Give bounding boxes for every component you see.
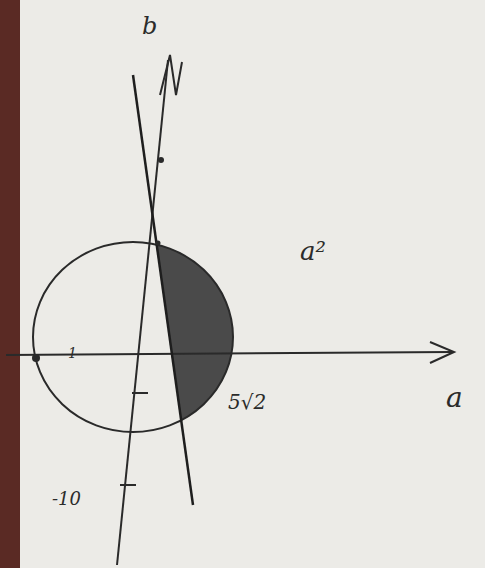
- axis-label: a: [446, 384, 463, 412]
- tick: [132, 392, 148, 394]
- arrow-head: [160, 55, 182, 95]
- point: [32, 354, 40, 362]
- axis-label: -10: [52, 490, 81, 508]
- axis-label: b: [142, 14, 157, 38]
- shaded-region: [150, 200, 245, 470]
- axis-label: 5√2: [228, 392, 266, 412]
- axis-label: a²: [300, 238, 326, 264]
- table-edge: [0, 0, 20, 568]
- point: [156, 241, 161, 246]
- line: [133, 75, 193, 505]
- point: [158, 157, 164, 163]
- arrow-head: [430, 342, 454, 363]
- axis-label: 1: [68, 346, 77, 360]
- tick: [120, 484, 136, 486]
